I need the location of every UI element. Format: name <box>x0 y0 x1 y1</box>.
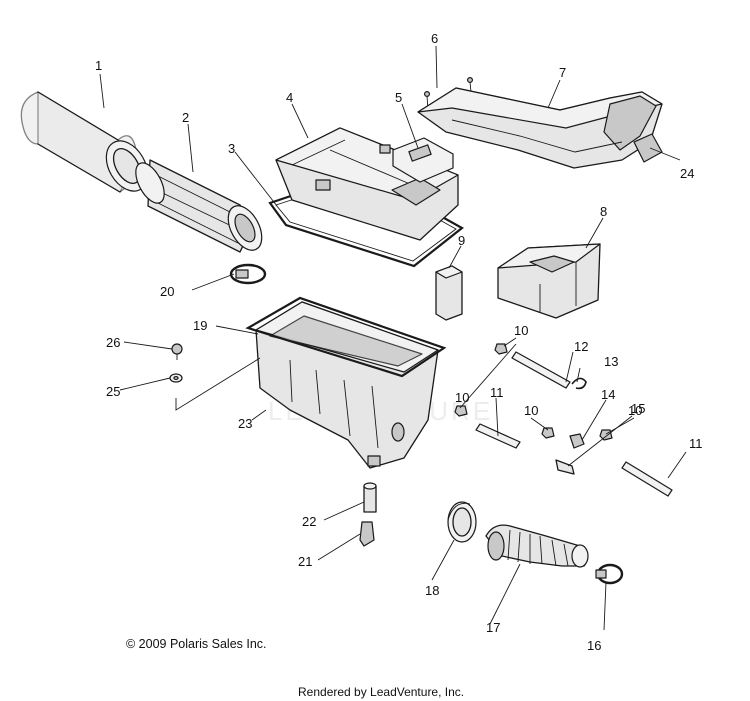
leader-lines <box>99 45 687 631</box>
part-2-filter-element <box>135 159 263 253</box>
callout-5: 5 <box>395 90 402 105</box>
part-12-rod <box>511 351 571 389</box>
part-10-plug <box>454 343 613 441</box>
callout-12: 12 <box>574 339 588 354</box>
callout-9: 9 <box>458 233 465 248</box>
callout-10a: 10 <box>514 323 528 338</box>
callout-23: 23 <box>238 416 252 431</box>
part-26-pushpin <box>171 343 183 360</box>
rendered-by-text: Rendered by LeadVenture, Inc. <box>298 685 464 699</box>
callout-1: 1 <box>95 58 102 73</box>
callout-16: 16 <box>587 638 601 653</box>
part-15-fitting <box>555 459 575 475</box>
callout-21: 21 <box>298 554 312 569</box>
callout-10c: 10 <box>628 403 642 418</box>
callout-8: 8 <box>600 204 607 219</box>
callout-15: 15 <box>631 401 645 416</box>
callout-11b: 11 <box>689 436 703 451</box>
part-19-rim-seal <box>245 296 447 378</box>
callout-25: 25 <box>106 384 120 399</box>
part-22-drain-tube <box>363 482 377 513</box>
callout-19: 19 <box>193 318 207 333</box>
part-24-pad <box>633 133 663 163</box>
part-17-intake-boot <box>485 524 589 568</box>
callout-18: 18 <box>425 583 439 598</box>
part-9-block <box>435 265 463 321</box>
callout-6: 6 <box>431 31 438 46</box>
callout-24: 24 <box>680 166 694 181</box>
callout-22: 22 <box>302 514 316 529</box>
callout-10d: 10 <box>455 390 469 405</box>
copyright-text: © 2009 Polaris Sales Inc. <box>126 637 267 651</box>
part-21-drain-fitting <box>359 521 375 547</box>
part-23-airbox-base <box>255 301 439 469</box>
callout-26: 26 <box>106 335 120 350</box>
part-25-washer <box>169 373 183 383</box>
part-18-coupler <box>447 501 477 543</box>
callout-3: 3 <box>228 141 235 156</box>
part-13-clip <box>571 377 587 390</box>
callout-14: 14 <box>601 387 615 402</box>
part-4-airbox-cover <box>275 127 459 241</box>
callout-labels: 1 2 3 4 5 6 7 8 9 10 10 10 10 11 11 12 1… <box>95 31 703 653</box>
part-5-cover-plate <box>392 137 454 183</box>
part-14-clip <box>569 433 585 449</box>
callout-11a: 11 <box>490 385 504 400</box>
callout-20: 20 <box>160 284 174 299</box>
part-7-intake-duct <box>417 87 663 169</box>
part-1-pre-filter <box>20 91 149 193</box>
callout-10b: 10 <box>524 403 538 418</box>
callout-2: 2 <box>182 110 189 125</box>
callout-7: 7 <box>559 65 566 80</box>
part-8-foam-block <box>497 243 601 319</box>
callout-17: 17 <box>486 620 500 635</box>
callout-13: 13 <box>604 354 618 369</box>
part-16-clamp <box>595 563 624 585</box>
part-20-clamp <box>229 263 267 285</box>
callout-4: 4 <box>286 90 293 105</box>
